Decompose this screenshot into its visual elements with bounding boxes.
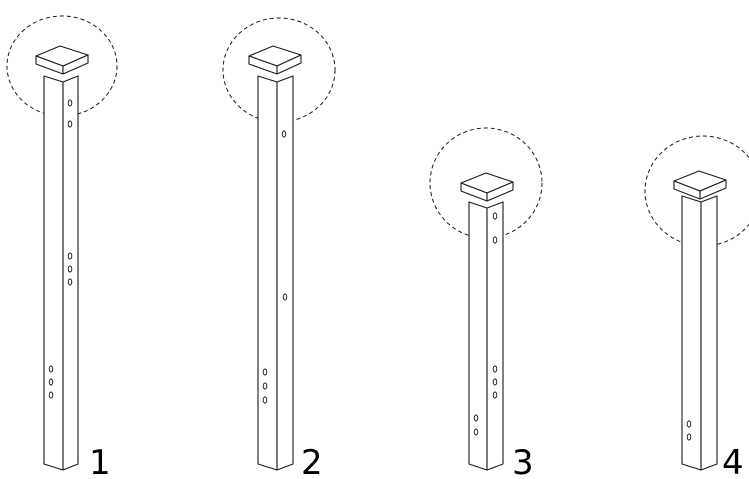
post-2-cap-right <box>276 54 302 75</box>
post-2-left-face <box>257 75 278 471</box>
post-1-right-face <box>62 75 79 471</box>
post-1-left-face <box>43 75 64 471</box>
post-3: 3 <box>429 127 543 479</box>
post-1: 1 <box>6 15 118 479</box>
post-label-1: 1 <box>89 443 111 479</box>
hole <box>67 99 73 107</box>
post-3-cap-right <box>486 181 514 202</box>
hole <box>48 365 54 373</box>
hole <box>492 212 498 220</box>
post-4: 4 <box>644 135 749 479</box>
post-4-left-face <box>681 195 702 471</box>
hole <box>492 236 498 244</box>
post-3-right-face <box>486 201 504 471</box>
hole <box>686 420 692 428</box>
hole <box>67 120 73 128</box>
detail-circle-1 <box>6 15 118 117</box>
post-4-cap-right <box>699 179 727 200</box>
post-3-left-face <box>468 201 488 471</box>
hole <box>262 368 268 376</box>
hole <box>262 396 268 404</box>
hole <box>686 433 692 441</box>
hole <box>67 278 73 286</box>
hole <box>48 391 54 399</box>
post-label-4: 4 <box>722 443 744 479</box>
post-2: 2 <box>222 17 336 479</box>
post-4-right-face <box>700 195 718 471</box>
hole <box>281 130 287 138</box>
post-2-right-face <box>276 75 294 471</box>
hole <box>473 414 479 422</box>
post-label-2: 2 <box>301 443 323 479</box>
post-label-3: 3 <box>512 443 534 479</box>
hole <box>67 252 73 260</box>
hole <box>492 365 498 373</box>
hole <box>67 265 73 273</box>
hole <box>492 378 498 386</box>
hole <box>48 378 54 386</box>
hole <box>473 428 479 436</box>
hole <box>262 382 268 390</box>
post-1-cap-right <box>62 54 89 75</box>
hole <box>282 293 288 301</box>
detail-circle-4 <box>644 135 749 247</box>
hole <box>492 391 498 399</box>
